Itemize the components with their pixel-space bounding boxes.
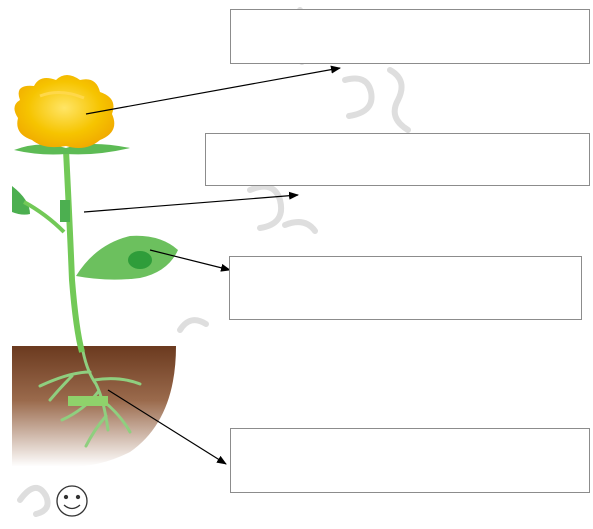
leaf-spot	[128, 251, 152, 269]
arrow-flower	[86, 68, 340, 114]
flower-label-box[interactable]	[230, 9, 590, 64]
smiley-icon	[57, 486, 87, 516]
root-label-box[interactable]	[230, 428, 590, 493]
left-leaf	[12, 186, 30, 215]
soil	[12, 346, 176, 467]
root-highlight	[68, 396, 108, 406]
leaf-label-box[interactable]	[229, 256, 582, 320]
stem-label-box[interactable]	[205, 133, 590, 186]
right-leaf	[76, 236, 178, 280]
left-branch	[24, 202, 64, 232]
flower-label-text	[231, 10, 589, 22]
stem	[66, 150, 82, 352]
stem-highlight	[60, 200, 70, 222]
root-label-text	[231, 429, 589, 441]
arrow-stem	[84, 195, 298, 212]
leaf-label-text	[230, 257, 581, 269]
stem-label-text	[206, 134, 589, 146]
